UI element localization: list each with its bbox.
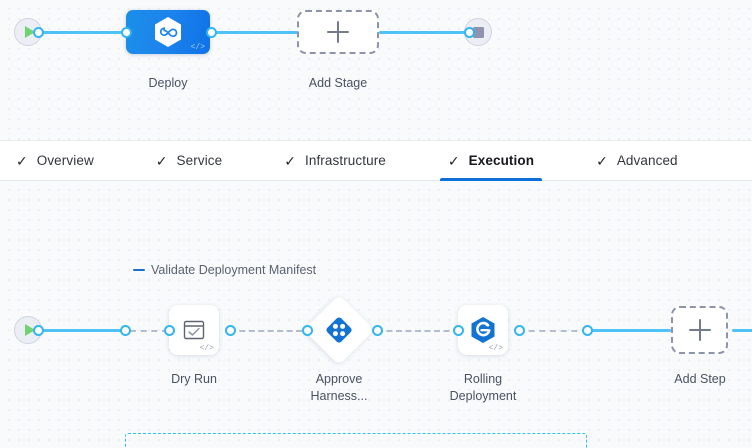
approve-input-port[interactable] <box>301 324 313 336</box>
tab-label: Service <box>176 153 223 168</box>
tab-label: Execution <box>468 153 535 168</box>
step-node-approve-harness[interactable] <box>303 294 375 366</box>
step-label-rolling-deployment: Rolling Deployment <box>449 372 517 403</box>
rolling-deployment-hexagon-icon <box>471 317 495 343</box>
tab-label: Infrastructure <box>304 153 386 168</box>
tab-execution[interactable]: ✓ Execution <box>432 140 550 181</box>
add-stage-button[interactable] <box>297 10 379 54</box>
plus-icon <box>688 319 711 341</box>
tab-label: Overview <box>36 153 94 168</box>
minus-icon[interactable] <box>133 268 145 272</box>
connector-rolling-to-group-exit <box>518 330 588 333</box>
connector-group-entry-to-dry-run <box>130 330 168 333</box>
connector-group-exit-to-add-step <box>587 329 671 332</box>
rolling-output-port[interactable] <box>513 324 525 336</box>
connector-dry-run-to-approve <box>230 330 302 333</box>
step-group-validate-deployment-manifest[interactable] <box>125 433 587 448</box>
deploy-output-port[interactable] <box>205 26 217 38</box>
check-icon: ✓ <box>596 152 608 169</box>
dry-run-output-port[interactable] <box>224 324 236 336</box>
group-entry-port[interactable] <box>119 324 131 336</box>
check-icon: ✓ <box>284 152 296 169</box>
stage-config-tabs[interactable]: ✓ Overview ✓ Service ✓ Infrastructure ✓ … <box>0 140 752 181</box>
rolling-input-port[interactable] <box>452 324 464 336</box>
tab-overview[interactable]: ✓ Overview <box>0 140 110 181</box>
step-start-output-port[interactable] <box>33 324 44 336</box>
step-node-dry-run[interactable]: </> <box>169 305 219 355</box>
stop-icon <box>472 26 484 38</box>
play-icon <box>24 324 35 336</box>
step-code-tag: </> <box>199 344 214 353</box>
dry-run-input-port[interactable] <box>163 324 175 336</box>
check-icon: ✓ <box>155 152 168 169</box>
checklist-window-icon <box>183 320 205 340</box>
stage-canvas[interactable]: </> Deploy Add Stage <box>0 0 752 140</box>
tab-infrastructure[interactable]: ✓ Infrastructure <box>268 140 402 181</box>
stage-node-deploy[interactable]: </> <box>126 10 210 54</box>
stage-label-deploy: Deploy <box>148 76 188 90</box>
play-icon <box>24 26 35 38</box>
step-code-tag: </> <box>488 344 503 353</box>
execution-steps-canvas[interactable]: Validate Deployment Manifest </> Dry Run <box>0 181 752 448</box>
connector-start-to-group <box>34 329 126 332</box>
harness-deploy-hexagon-icon <box>155 17 181 47</box>
tab-advanced[interactable]: ✓ Advanced <box>580 140 694 181</box>
tab-label: Advanced <box>616 153 678 168</box>
plus-icon <box>327 21 349 43</box>
step-group-header[interactable]: Validate Deployment Manifest <box>133 263 316 277</box>
step-label-dry-run: Dry Run <box>171 372 217 386</box>
step-group-title: Validate Deployment Manifest <box>151 263 317 277</box>
approve-output-port[interactable] <box>371 324 383 336</box>
connector-approve-to-rolling <box>377 330 459 333</box>
connector-add-stage-to-stop <box>379 31 469 34</box>
stage-start-output-port[interactable] <box>33 26 44 38</box>
stage-stop-input-port[interactable] <box>464 26 475 38</box>
add-step-button[interactable] <box>671 306 728 354</box>
step-node-rolling-deployment[interactable]: </> <box>458 305 508 355</box>
add-stage-label: Add Stage <box>308 76 368 90</box>
tab-service[interactable]: ✓ Service <box>140 140 238 181</box>
group-exit-port[interactable] <box>581 324 593 336</box>
check-icon: ✓ <box>447 152 460 169</box>
connector-add-step-to-right <box>732 329 752 332</box>
deploy-input-port[interactable] <box>120 26 132 38</box>
stage-code-tag: </> <box>190 43 205 52</box>
check-icon: ✓ <box>16 152 28 169</box>
connector-deploy-to-add-stage <box>211 31 299 34</box>
step-label-approve-harness: Approve Harness... <box>310 372 368 403</box>
connector-start-to-deploy <box>34 31 128 34</box>
add-step-label: Add Step <box>674 372 726 386</box>
